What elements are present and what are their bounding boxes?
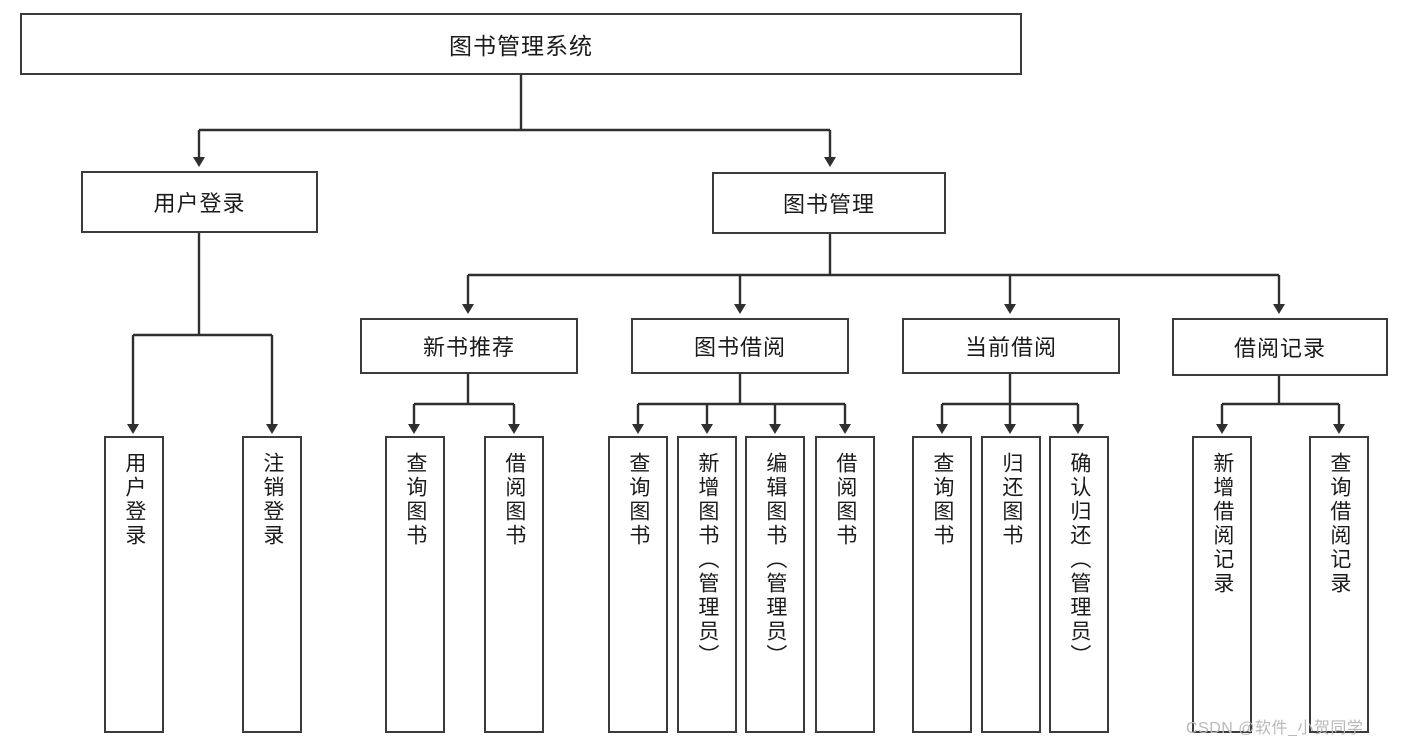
leaf-add-book-admin[interactable]: 新增图书（管理员） bbox=[677, 436, 737, 733]
leaf-borrow-book-new[interactable]: 借阅图书 bbox=[484, 436, 544, 733]
leaf-edit-book-admin[interactable]: 编辑图书（管理员） bbox=[745, 436, 805, 733]
leaf-label: 查询图书 bbox=[626, 452, 650, 548]
node-new-book-recommend[interactable]: 新书推荐 bbox=[360, 318, 578, 374]
leaf-label: 确认归还（管理员） bbox=[1067, 452, 1091, 668]
leaf-label: 新增图书（管理员） bbox=[695, 452, 719, 668]
leaf-return-book[interactable]: 归还图书 bbox=[981, 436, 1041, 733]
leaf-confirm-return-admin[interactable]: 确认归还（管理员） bbox=[1049, 436, 1109, 733]
leaf-borrow-book[interactable]: 借阅图书 bbox=[815, 436, 875, 733]
leaf-label: 新增借阅记录 bbox=[1210, 452, 1234, 596]
watermark-text: CSDN @软件_小贺同学 bbox=[1186, 720, 1364, 737]
node-book-borrow[interactable]: 图书借阅 bbox=[631, 318, 849, 374]
leaf-label: 注销登录 bbox=[260, 452, 284, 548]
node-book-management[interactable]: 图书管理 bbox=[712, 172, 946, 234]
leaf-label: 查询图书 bbox=[930, 452, 954, 548]
leaf-label: 借阅图书 bbox=[833, 452, 857, 548]
leaf-user-logout[interactable]: 注销登录 bbox=[242, 436, 302, 733]
leaf-label: 借阅图书 bbox=[502, 452, 526, 548]
node-current-borrow[interactable]: 当前借阅 bbox=[902, 318, 1120, 374]
leaf-query-borrow-record[interactable]: 查询借阅记录 bbox=[1309, 436, 1369, 733]
leaf-query-book-new[interactable]: 查询图书 bbox=[385, 436, 445, 733]
node-user-login[interactable]: 用户登录 bbox=[81, 171, 318, 233]
leaf-label: 用户登录 bbox=[122, 452, 146, 548]
leaf-query-book-current[interactable]: 查询图书 bbox=[912, 436, 972, 733]
leaf-user-login[interactable]: 用户登录 bbox=[104, 436, 164, 733]
leaf-query-book-borrow[interactable]: 查询图书 bbox=[608, 436, 668, 733]
leaf-label: 查询图书 bbox=[403, 452, 427, 548]
leaf-add-borrow-record[interactable]: 新增借阅记录 bbox=[1192, 436, 1252, 733]
leaf-label: 编辑图书（管理员） bbox=[763, 452, 787, 668]
node-borrow-record[interactable]: 借阅记录 bbox=[1172, 318, 1388, 376]
leaf-label: 归还图书 bbox=[999, 452, 1023, 548]
leaf-label: 查询借阅记录 bbox=[1327, 452, 1351, 596]
node-root-system[interactable]: 图书管理系统 bbox=[20, 13, 1022, 75]
